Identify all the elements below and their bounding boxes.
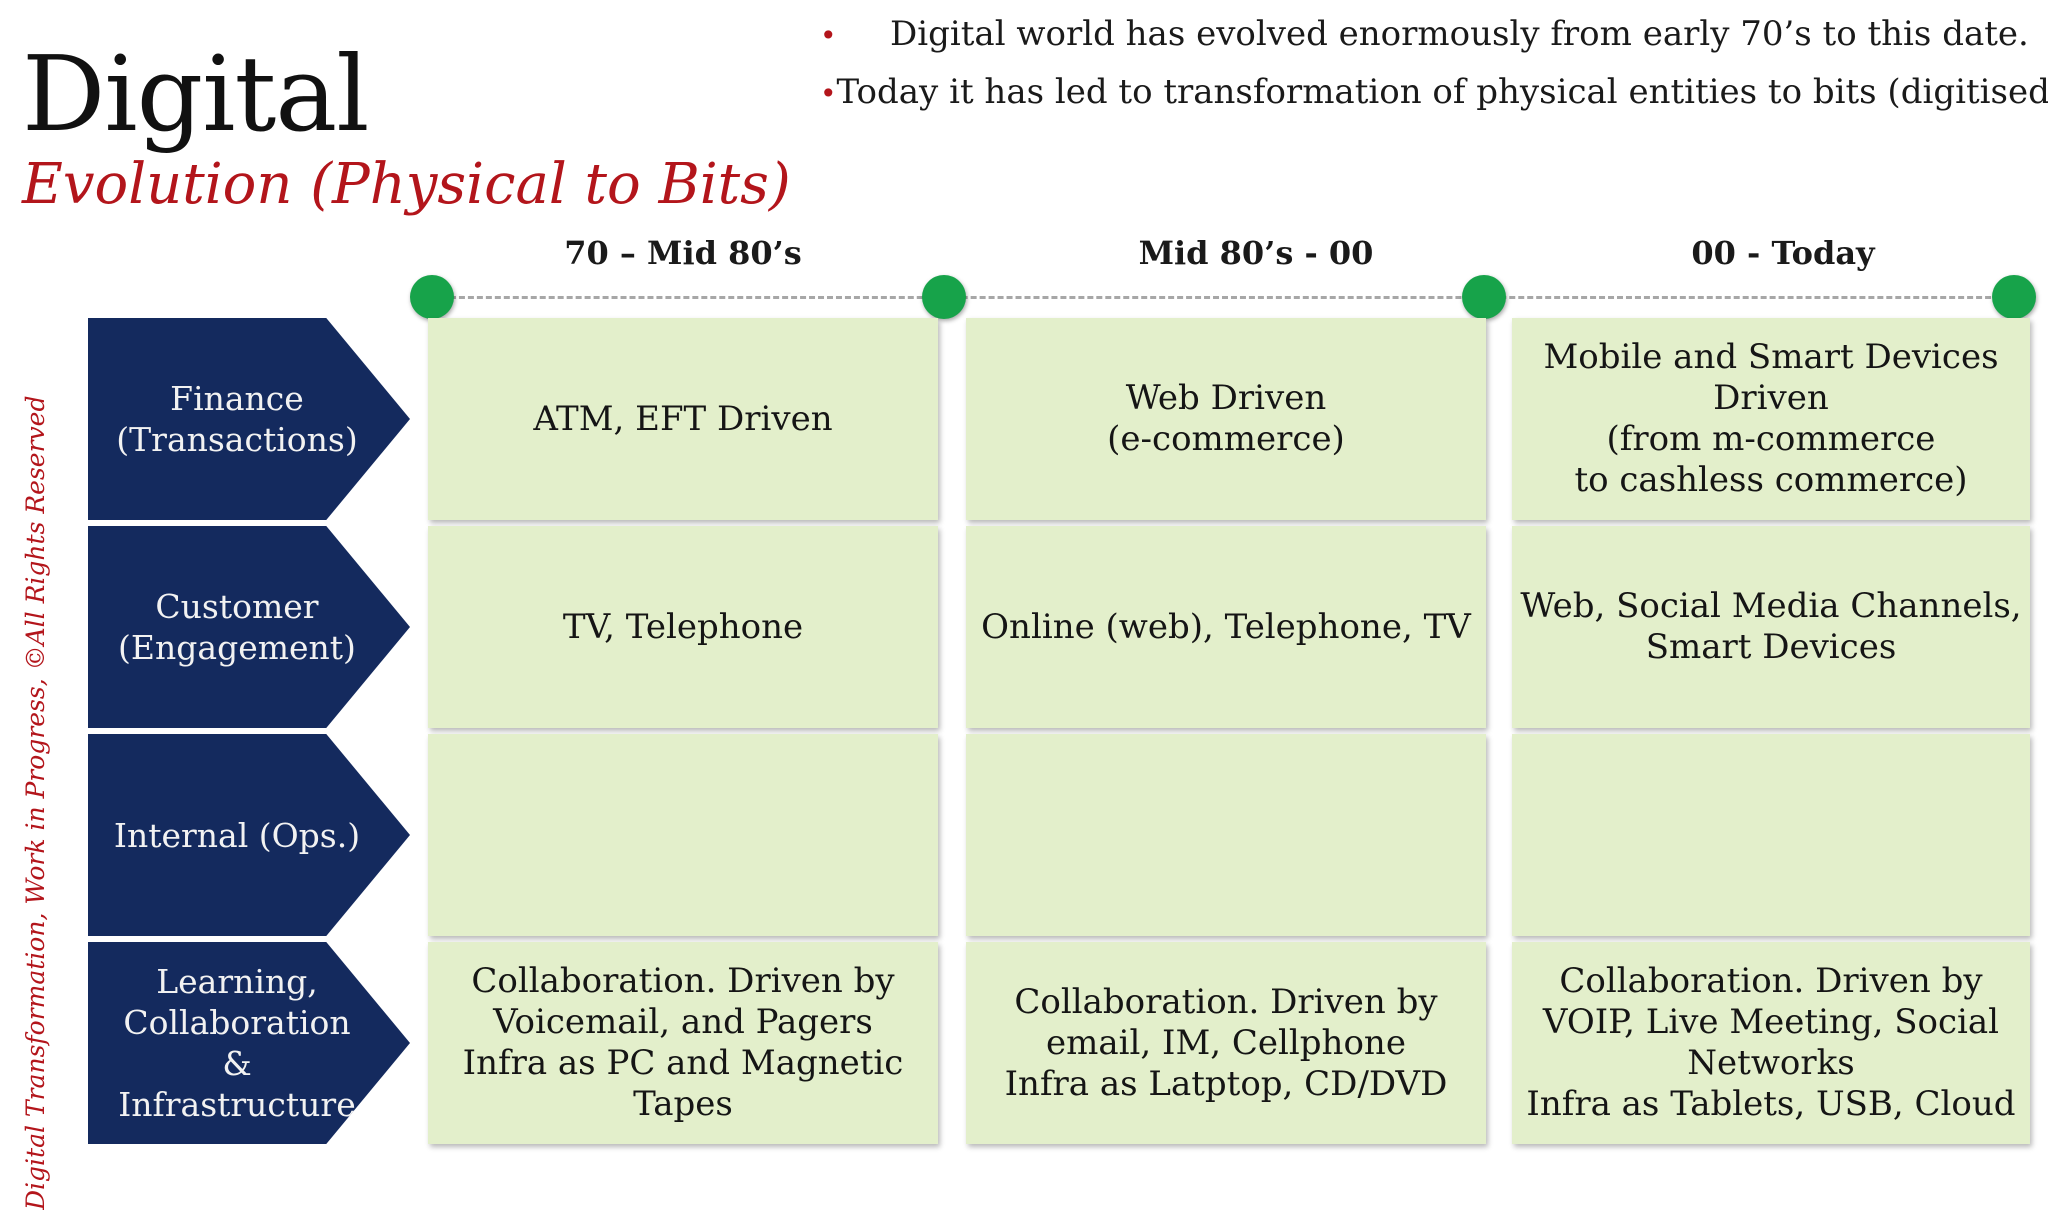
grid-cell: Online (web), Telephone, TV xyxy=(966,526,1486,728)
timeline-node-icon xyxy=(1462,275,1506,319)
bullet-text: Digital world has evolved enormously fro… xyxy=(890,14,2029,54)
bullet-item: • Digital world has evolved enormously f… xyxy=(812,6,2032,64)
period-label-3: 00 - Today xyxy=(1691,234,1875,272)
timeline-line xyxy=(432,296,2018,299)
side-copyright-note: Digital Transformation, Work in Progress… xyxy=(21,395,50,1210)
bullet-list: • Digital world has evolved enormously f… xyxy=(812,6,2048,122)
timeline-node-icon xyxy=(410,275,454,319)
bullet-dot-icon: • xyxy=(820,77,837,110)
grid-cell: Collaboration. Driven by VOIP, Live Meet… xyxy=(1512,942,2030,1144)
grid-cell: Collaboration. Driven by Voicemail, and … xyxy=(428,942,938,1144)
grid-cell: Mobile and Smart Devices Driven (from m-… xyxy=(1512,318,2030,520)
period-label-1: 70 – Mid 80’s xyxy=(564,234,802,272)
row-label-learning: Learning, Collaboration & Infrastructure xyxy=(88,942,410,1144)
grid-cell: TV, Telephone xyxy=(428,526,938,728)
row-label-customer: Customer (Engagement) xyxy=(88,526,410,728)
timeline-node-icon xyxy=(922,275,966,319)
grid-cell xyxy=(966,734,1486,936)
row-label-text: Learning, Collaboration & Infrastructure xyxy=(118,962,356,1124)
row-label-text: Finance (Transactions) xyxy=(116,379,358,459)
grid-cell: ATM, EFT Driven xyxy=(428,318,938,520)
row-label-internal: Internal (Ops.) xyxy=(88,734,410,936)
page-title: Digital xyxy=(22,33,370,155)
bullet-dot-icon: • xyxy=(820,19,837,52)
grid-cell: Web Driven (e-commerce) xyxy=(966,318,1486,520)
row-label-finance: Finance (Transactions) xyxy=(88,318,410,520)
row-label-text: Customer (Engagement) xyxy=(118,587,356,667)
bullet-text: Today it has led to transformation of ph… xyxy=(836,72,2048,112)
period-label-2: Mid 80’s - 00 xyxy=(1138,234,1374,272)
timeline-node-icon xyxy=(1992,275,2036,319)
grid-cell xyxy=(428,734,938,936)
grid-cell: Web, Social Media Channels, Smart Device… xyxy=(1512,526,2030,728)
bullet-item: • Today it has led to transformation of … xyxy=(812,64,2048,122)
page-subtitle: Evolution (Physical to Bits) xyxy=(22,152,791,217)
row-label-text: Internal (Ops.) xyxy=(113,815,361,855)
grid-cell xyxy=(1512,734,2030,936)
grid-cell: Collaboration. Driven by email, IM, Cell… xyxy=(966,942,1486,1144)
